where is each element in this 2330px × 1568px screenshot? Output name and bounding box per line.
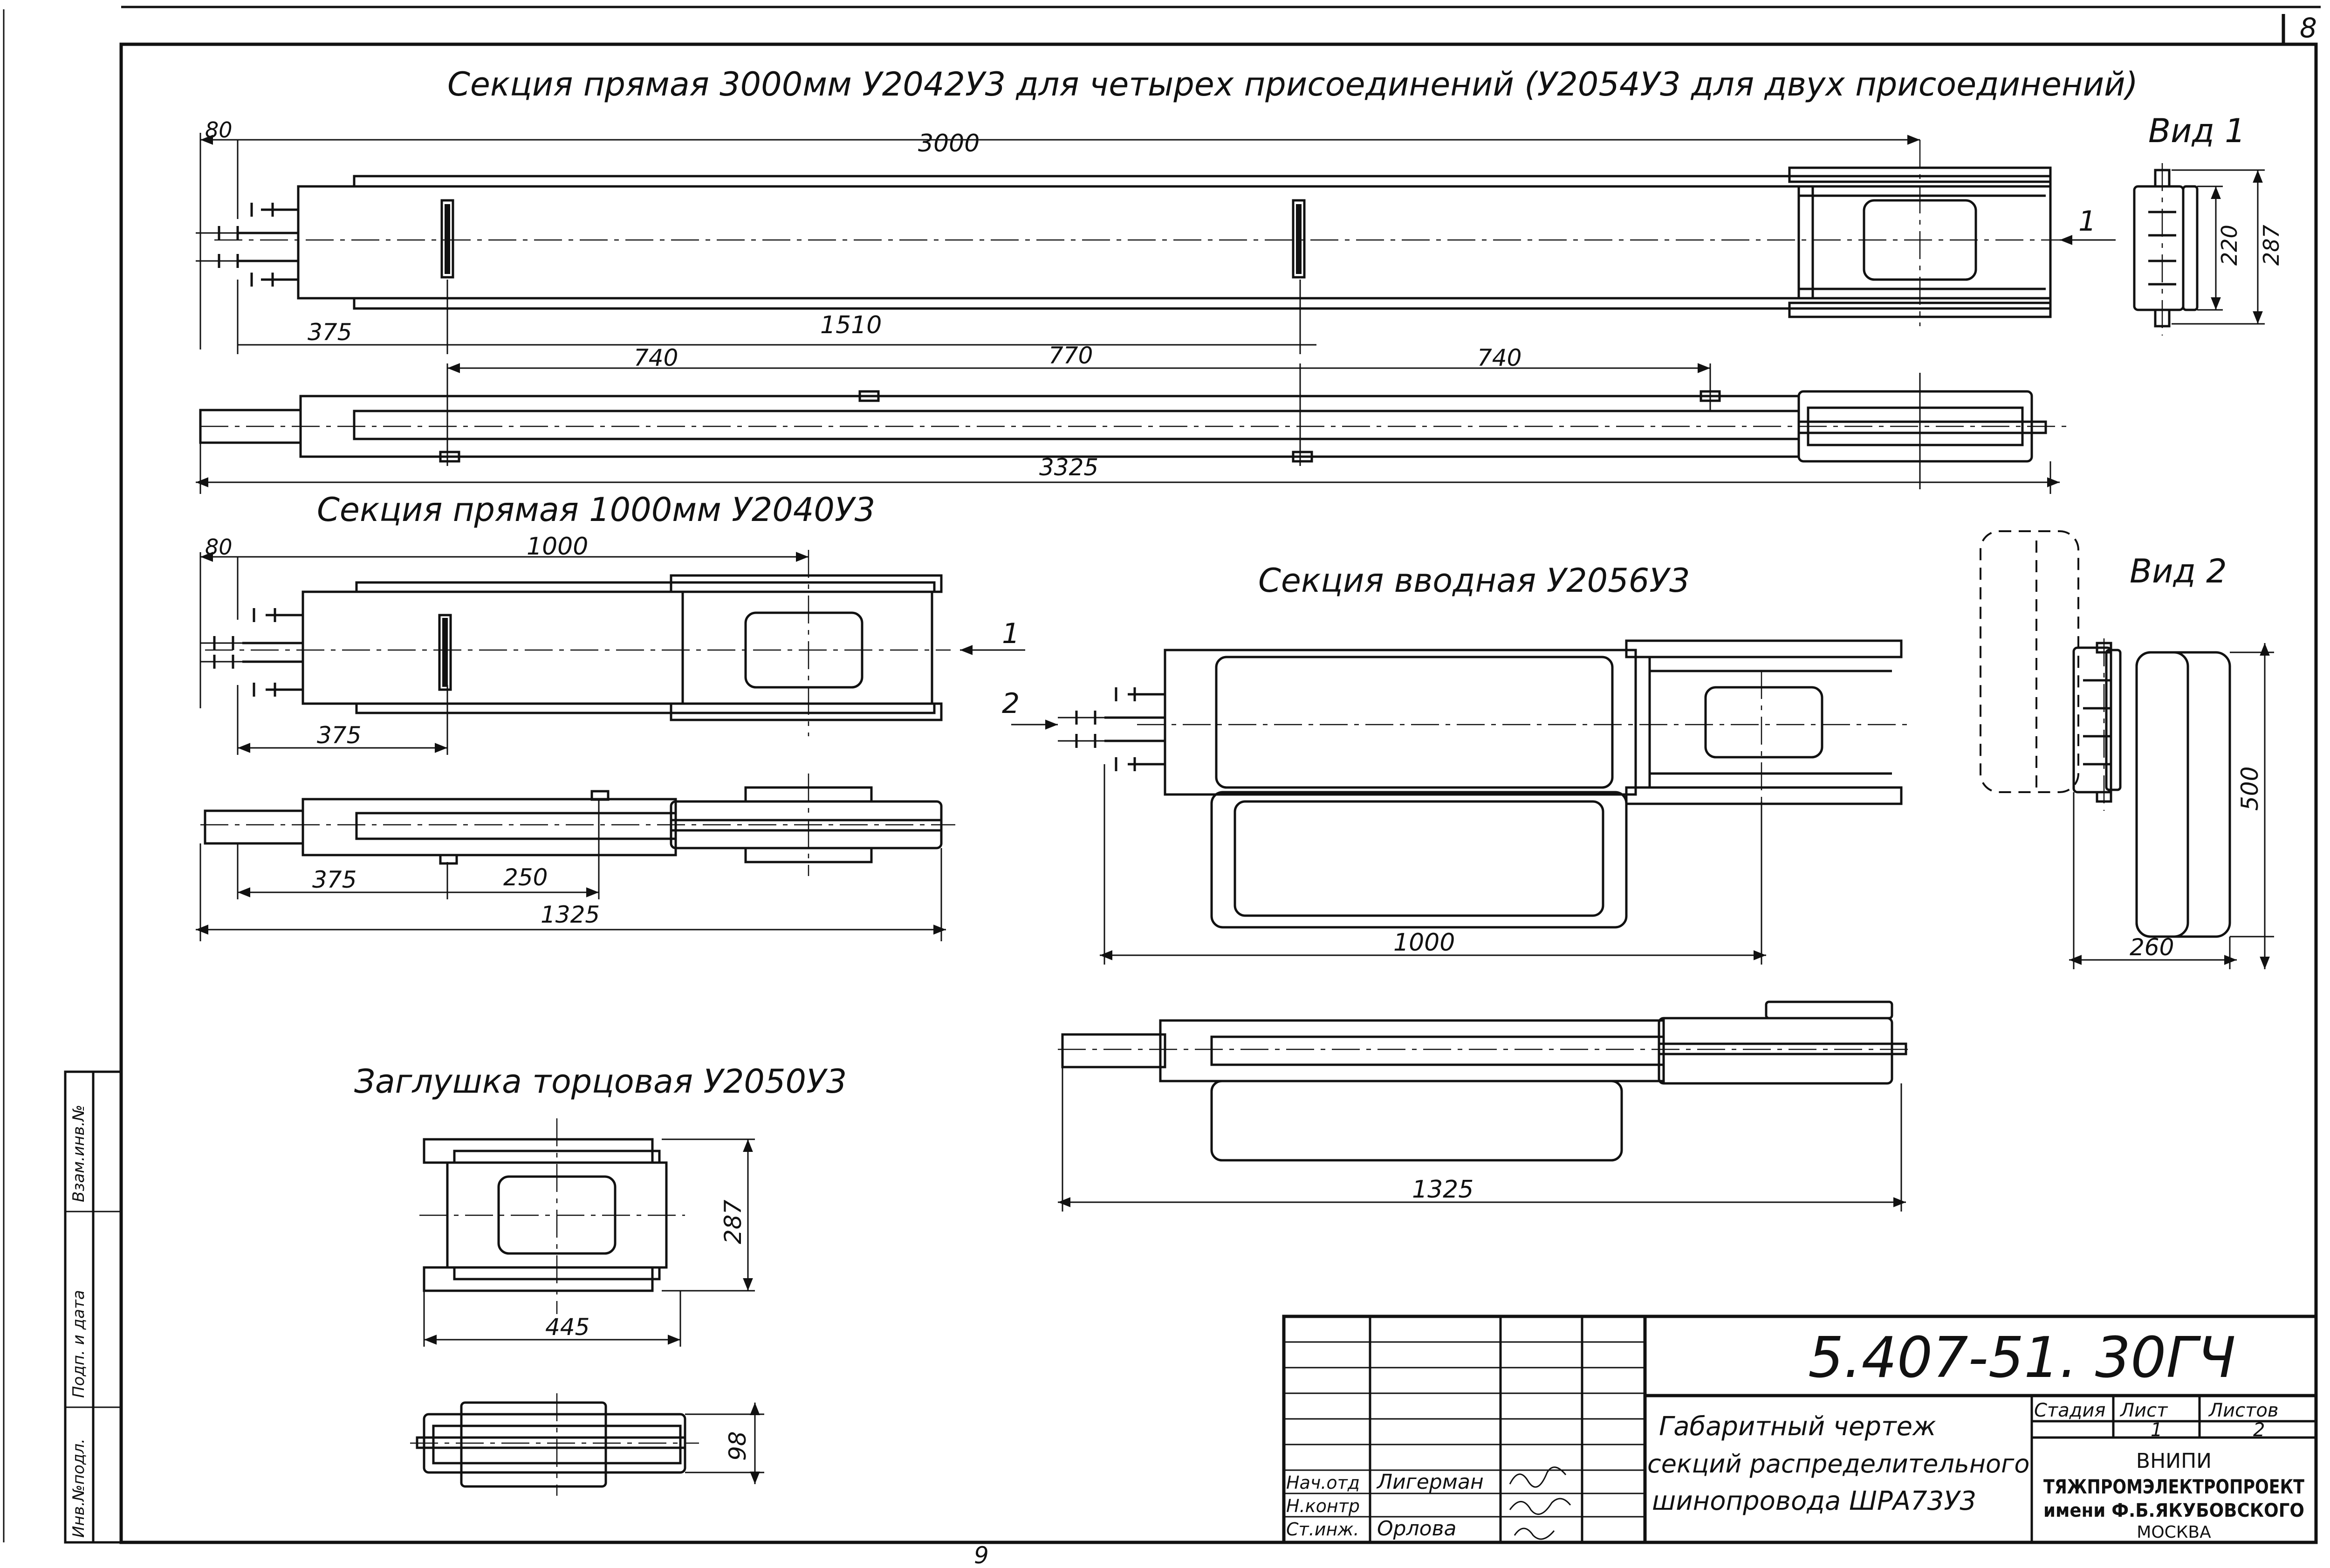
dim-1510: 1510 xyxy=(820,311,882,339)
dim-3000: 3000 xyxy=(918,130,980,157)
dim-1000-input: 1000 xyxy=(1393,929,1455,957)
dim-287-view1: 287 xyxy=(2259,225,2284,266)
description-line-1: Габаритный чертеж xyxy=(1659,1411,1936,1442)
role-n-kontr: Н.контр xyxy=(1286,1496,1360,1516)
header-stage: Стадия xyxy=(2034,1400,2105,1421)
sheet-number: 8 xyxy=(2300,12,2317,44)
value-sheets: 2 xyxy=(2253,1419,2265,1441)
dim-220: 220 xyxy=(2217,225,2242,266)
sheet-frame: 8 9 xyxy=(3,6,2321,1568)
view-2-label: Вид 2 xyxy=(2130,552,2227,590)
dim-445: 445 xyxy=(545,1314,589,1341)
view-1: Вид 1 220 287 1 xyxy=(2060,112,2284,336)
dim-500: 500 xyxy=(2236,767,2263,811)
end-cap-side-view: 98 xyxy=(410,1393,764,1496)
input-section-title: Секция вводная У2056У3 xyxy=(1258,561,1690,600)
role-nach-otd: Нач.отд xyxy=(1286,1472,1360,1493)
value-sheet: 1 xyxy=(2151,1419,2162,1441)
name-orlova: Орлова xyxy=(1377,1517,1457,1541)
end-cap-top-view: 287 445 xyxy=(419,1118,755,1347)
dim-98: 98 xyxy=(724,1431,751,1461)
document-code: 5.407-51. 30ГЧ xyxy=(1808,1326,2236,1390)
title-block: Нач.отд Лигерман Н.контр Ст.инж. Орлова … xyxy=(1282,1315,2318,1544)
page-number: 9 xyxy=(974,1542,989,1568)
signature-3 xyxy=(1514,1527,1555,1540)
dim-1325-input: 1325 xyxy=(1412,1176,1473,1204)
signature-1 xyxy=(1509,1466,1567,1488)
dim-1000-top: 1000 xyxy=(527,533,588,561)
dim-3325: 3325 xyxy=(1039,454,1098,481)
role-st-inzh: Ст.инж. xyxy=(1286,1519,1359,1540)
dim-287-cap: 287 xyxy=(720,1199,747,1244)
description-line-2: секций распределительного xyxy=(1647,1449,2029,1479)
org-line-4: МОСКВА xyxy=(2137,1523,2211,1542)
dim-740-right: 740 xyxy=(1477,344,1521,371)
section-3000-side-view: 740 770 740 3325 xyxy=(196,342,2069,494)
dim-250: 250 xyxy=(503,864,548,891)
section-3000-title: Секция прямая 3000мм У2042У3 для четырех… xyxy=(447,65,2138,103)
section-3000-top-dims: 80 3000 375 1510 xyxy=(199,117,1920,354)
header-sheet: Лист xyxy=(2119,1400,2168,1421)
side-strip: Инв.№подл. Подп. и дата Взам.инв.№ xyxy=(64,1070,123,1544)
org-line-3: имени Ф.Б.ЯКУБОВСКОГО xyxy=(2043,1500,2304,1521)
dim-260: 260 xyxy=(2130,934,2174,961)
description-line-3: шинопровода ШРА73У3 xyxy=(1652,1486,1976,1516)
section-1000-top-view: 80 1000 375 1 xyxy=(199,533,1025,755)
view-1-label: Вид 1 xyxy=(2148,112,2246,150)
strip-sign-label: Подп. и дата xyxy=(69,1290,88,1398)
dim-1325-1000: 1325 xyxy=(541,901,600,928)
dim-770: 770 xyxy=(1048,342,1093,369)
section-3000-top-view xyxy=(196,140,2078,326)
name-ligerman: Лигерман xyxy=(1376,1470,1484,1494)
signature-2 xyxy=(1509,1498,1571,1515)
org-line-1: ВНИПИ xyxy=(2136,1449,2212,1473)
section-1000-title: Секция прямая 1000мм У2040У3 xyxy=(317,491,875,529)
view-1-arrow-label: 1 xyxy=(2078,205,2096,238)
dim-375-1000: 375 xyxy=(317,722,361,749)
dim-80-top: 80 xyxy=(205,117,233,143)
strip-replace-label: Взам.инв.№ xyxy=(69,1105,88,1202)
view-2: Вид 2 500 260 xyxy=(1980,530,2274,969)
dim-740-left: 740 xyxy=(634,344,678,371)
dim-80-1000: 80 xyxy=(205,534,233,560)
org-line-2: ТЯЖПРОМЭЛЕКТРОПРОЕКТ xyxy=(2043,1475,2304,1498)
section-1000-side-view: 375 250 1325 xyxy=(196,774,955,941)
input-arrow-label: 2 xyxy=(1002,687,1020,720)
strip-inv-label: Инв.№подл. xyxy=(69,1438,88,1538)
dim-375-top: 375 xyxy=(308,319,352,346)
input-section-top-view: 2 1000 xyxy=(1002,639,1911,965)
section-1000-arrow-label: 1 xyxy=(1002,617,1020,650)
end-cap-title: Заглушка торцовая У2050У3 xyxy=(354,1062,847,1101)
dim-375-side: 375 xyxy=(312,866,356,893)
header-sheets: Листов xyxy=(2208,1400,2278,1421)
input-section-side-view: 1325 xyxy=(1058,1000,1911,1212)
